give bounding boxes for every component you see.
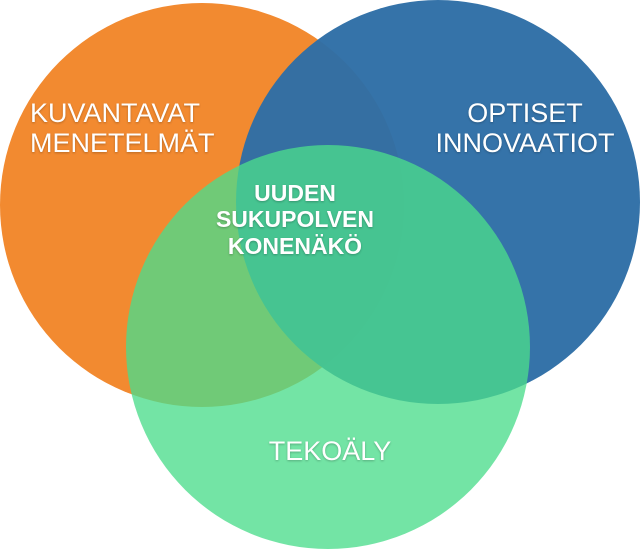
label-tekoaly: TEKOÄLY: [230, 436, 430, 466]
label-right-line-1: OPTISET: [467, 98, 583, 128]
label-optiset-innovaatiot: OPTISET INNOVAATIOT: [430, 98, 620, 158]
label-left-line-2: MENETELMÄT: [30, 128, 215, 159]
label-kuvantavat-menetelmat: KUVANTAVAT MENETELMÄT: [30, 98, 220, 158]
label-uuden-sukupolven-konenako: UUDEN SUKUPOLVEN KONENÄKÖ: [200, 180, 390, 259]
label-left-line-1: KUVANTAVAT: [30, 98, 201, 128]
label-right-line-2: INNOVAATIOT: [435, 128, 615, 159]
label-center-line-3: KONENÄKÖ: [227, 232, 363, 259]
circle-tekoaly: [126, 145, 530, 549]
label-center-line-2: SUKUPOLVEN: [215, 206, 375, 233]
label-center-line-1: UUDEN: [254, 180, 336, 206]
label-bottom-line-1: TEKOÄLY: [268, 436, 392, 466]
